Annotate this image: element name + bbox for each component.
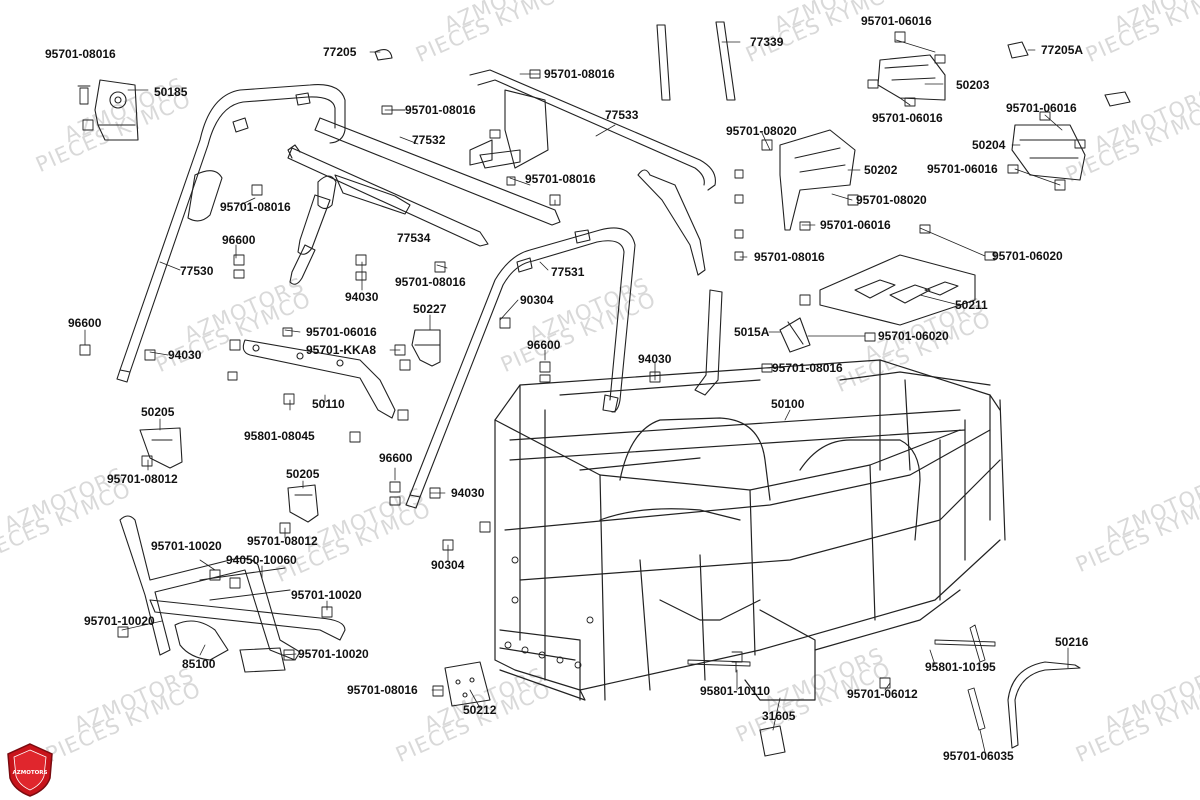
- part-label: 95801-10110: [700, 684, 771, 698]
- part-label: 77532: [412, 133, 446, 147]
- riser-tube: [694, 289, 723, 396]
- clip-77205: [374, 49, 393, 61]
- part-label: 94030: [638, 352, 672, 366]
- bracket-50204: [1011, 124, 1086, 181]
- part-label: 77339: [750, 35, 784, 49]
- part-label: 77531: [551, 265, 585, 279]
- part-label: 95701-08016: [754, 250, 825, 264]
- frame-mount-holes: [504, 556, 594, 669]
- part-label: 90304: [431, 558, 465, 572]
- roll-bar-77530: [116, 84, 346, 383]
- part-label: 50216: [1055, 635, 1089, 649]
- part-label: 95701-08020: [856, 193, 927, 207]
- part-label: 95701-06016: [927, 162, 998, 176]
- leader-lines: [84, 39, 1069, 753]
- part-label: 50227: [413, 302, 447, 316]
- part-label: 77534: [397, 231, 431, 245]
- pad-31605: [759, 725, 786, 757]
- part-label: 94030: [345, 290, 379, 304]
- part-label: 95701-06016: [820, 218, 891, 232]
- part-label: 77205: [323, 45, 357, 59]
- plate-50212: [444, 661, 491, 707]
- bracket-50185: [94, 79, 139, 141]
- part-label: 50110: [312, 397, 345, 411]
- part-label: 90304: [520, 293, 554, 307]
- skid-plate-50211: [819, 254, 976, 326]
- part-label: 95701-10020: [151, 539, 222, 553]
- part-label: 95701-08012: [107, 472, 178, 486]
- part-label: 31605: [762, 709, 796, 723]
- part-label: 50204: [972, 138, 1006, 152]
- tube-77339: [656, 21, 736, 101]
- bracket-50205-upper: [139, 427, 183, 469]
- part-label: 95701-08016: [405, 103, 476, 117]
- part-label: 95701-08016: [525, 172, 596, 186]
- part-label: 95801-08045: [244, 429, 315, 443]
- part-label: 95701-06012: [847, 687, 918, 701]
- svg-text:AZMOTORS: AZMOTORS: [12, 770, 47, 776]
- bracket-50205-lower: [287, 484, 319, 523]
- part-label: 95701-08016: [45, 47, 116, 61]
- part-label: 96600: [222, 233, 256, 247]
- part-label: 95701-06016: [1006, 101, 1077, 115]
- part-label: 50203: [956, 78, 990, 92]
- support-bar-77534: [289, 174, 411, 285]
- part-label: 77533: [605, 108, 639, 122]
- part-label: 85100: [182, 657, 216, 671]
- bracket-5015A: [779, 317, 811, 353]
- part-label: 95801-10195: [925, 660, 996, 674]
- part-label: 95701-06020: [878, 329, 949, 343]
- part-label: 94030: [451, 486, 485, 500]
- part-label: 50205: [286, 467, 320, 481]
- azmotors-logo: AZMOTORS: [7, 743, 53, 797]
- front-bumper-85100: [119, 515, 346, 673]
- part-label: 50185: [154, 85, 188, 99]
- part-label: 95701-06016: [872, 111, 943, 125]
- part-label: 95701-06016: [861, 14, 932, 28]
- bracket-50202: [779, 129, 856, 231]
- bolts: [77, 31, 1086, 731]
- part-label: 50212: [463, 703, 497, 717]
- part-label: 94050-10060: [226, 553, 297, 567]
- cross-bar-77532: [287, 117, 561, 247]
- part-label: 94030: [168, 348, 202, 362]
- part-label: 95701-08020: [726, 124, 797, 138]
- part-label: 95701-10020: [298, 647, 369, 661]
- part-label: 96600: [527, 338, 561, 352]
- part-label: 95701-08016: [395, 275, 466, 289]
- part-label: 5015A: [734, 325, 770, 339]
- part-label: 95701-10020: [291, 588, 362, 602]
- part-label: 50211: [955, 298, 988, 312]
- part-label: 95701-KKA8: [306, 343, 377, 357]
- roll-bar-77533: [469, 69, 716, 276]
- part-label: 96600: [68, 316, 102, 330]
- part-label: 95701-06035: [943, 749, 1014, 763]
- part-label: 77530: [180, 264, 214, 278]
- part-label: 50205: [141, 405, 175, 419]
- part-label: 95701-08016: [544, 67, 615, 81]
- bracket-50216: [1007, 661, 1081, 749]
- part-label: 95701-06016: [306, 325, 377, 339]
- bracket-50227: [411, 329, 441, 367]
- bar-50110: [242, 339, 396, 419]
- part-label: 77205A: [1041, 43, 1084, 57]
- main-frame-50100: [494, 359, 1006, 701]
- part-label: 95701-08016: [347, 683, 418, 697]
- part-label: 95701-08016: [220, 200, 291, 214]
- part-label: 95701-06020: [992, 249, 1063, 263]
- part-label: 95701-08012: [247, 534, 318, 548]
- clip-77205A: [1007, 41, 1131, 107]
- part-label: 95701-10020: [84, 614, 155, 628]
- roll-bar-77531: [405, 227, 636, 509]
- part-label: 95701-08016: [772, 361, 843, 375]
- part-label: 50100: [771, 397, 805, 411]
- part-label: 96600: [379, 451, 413, 465]
- part-label: 50202: [864, 163, 898, 177]
